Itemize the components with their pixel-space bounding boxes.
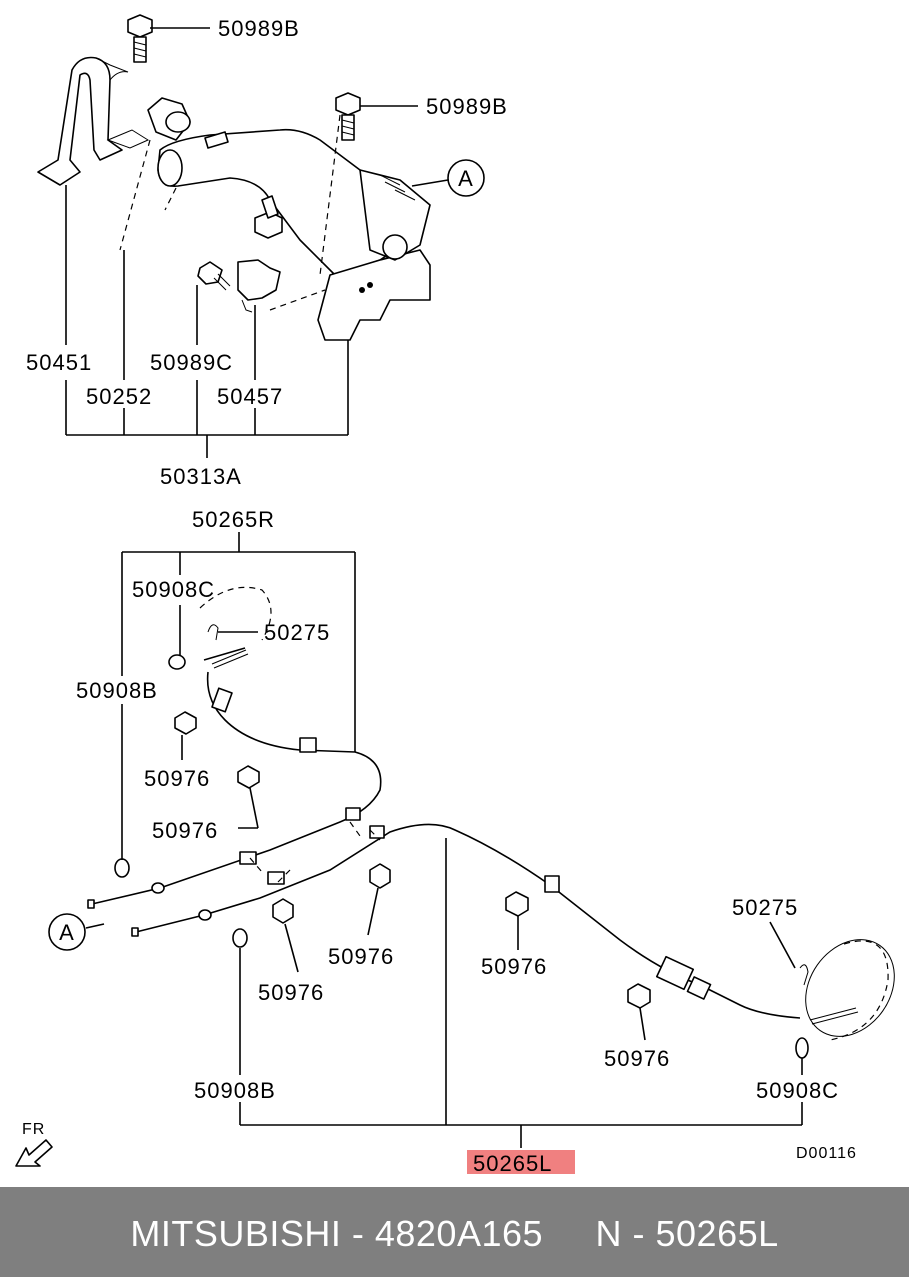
ref-a-bottom-circle [48,913,86,951]
label-clip-b-upper: 50908B [76,678,158,703]
front-mark: FR [22,1121,45,1138]
label-clip-c-lower: 50908C [756,1078,839,1103]
label-bolt-976-2: 50976 [152,818,218,843]
label-spring-upper: 50275 [264,620,330,645]
label-cable-left: 50265L [473,1151,552,1176]
label-bolt-976-4: 50976 [258,980,324,1005]
diagram-code: D00116 [796,1145,857,1162]
label-bolt-976-6: 50976 [604,1046,670,1071]
cable-illustration [87,586,889,1059]
footer-text: MITSUBISHI - 4820A165 N - 50265L [130,1213,779,1254]
label-bolt-976-5: 50976 [481,954,547,979]
label-grip-cover: 50252 [86,384,152,409]
label-switch: 50457 [217,384,283,409]
bottom-leader-lines [85,532,803,1148]
label-bolt-c: 50989C [150,350,233,375]
ref-a-top-circle [447,159,485,197]
parts-diagram: 50989B 50989B A 50451 50989C 50252 50457… [15,14,895,1176]
top-leader-lines [65,27,449,458]
label-ref-a-top: A [458,166,474,191]
highlight-box [467,1150,575,1174]
front-arrow-icon [15,1139,53,1167]
label-bracket: 50451 [26,350,92,375]
label-bolt-top-a: 50989B [218,16,300,41]
label-bolt-976-3: 50976 [328,944,394,969]
label-bolt-976-1: 50976 [144,766,210,791]
label-lever-assy: 50313A [160,464,242,489]
label-ref-a-bottom: A [59,920,75,945]
label-clip-b-lower: 50908B [194,1078,276,1103]
label-bolt-top-b: 50989B [426,94,508,119]
label-cable-right: 50265R [192,507,275,532]
label-clip-c-upper: 50908C [132,577,215,602]
footer-bar: MITSUBISHI - 4820A165 N - 50265L [0,1187,909,1277]
wheel-outline [805,939,895,1037]
label-spring-lower: 50275 [732,895,798,920]
lever-assembly-illustration [37,14,431,341]
